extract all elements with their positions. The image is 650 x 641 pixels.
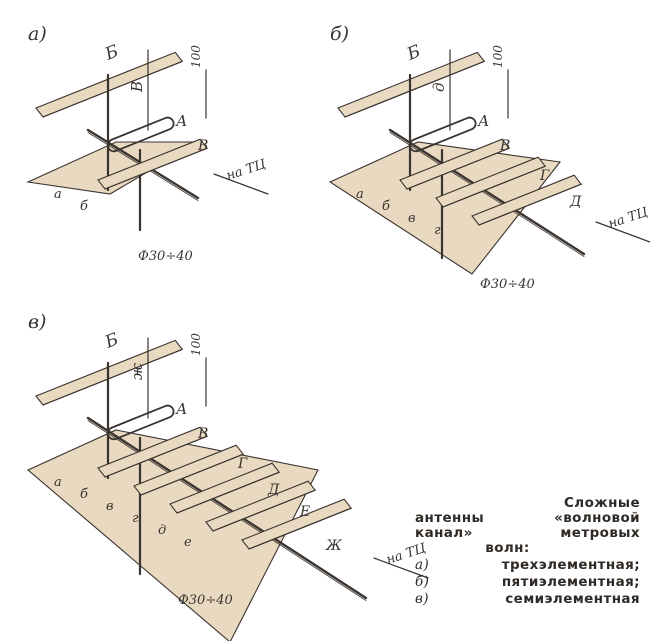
panel-c-reflector-label: Б (101, 329, 121, 353)
panel-c-director-d-label: Д (267, 482, 280, 498)
panel-c-element-3-edge (212, 489, 316, 532)
panel-c-spacing-4: д (158, 523, 166, 538)
caption-word: «волновой (554, 510, 640, 526)
panel-a-reflector-edge (42, 60, 183, 118)
panel-c-element-2-edge (176, 471, 280, 514)
panel-b-folded-dipole (408, 116, 477, 153)
panel-b-feed-arrow (595, 221, 650, 243)
panel-b-element-2-edge (478, 183, 582, 226)
panel-b-element-0-edge (406, 147, 510, 190)
panel-c-boom (86, 416, 368, 600)
panel-b-reflector-label: Б (403, 41, 423, 65)
panel-c-label: в) (28, 311, 46, 333)
panel-c-director-b-label: В (197, 426, 208, 442)
panel-a-spacing-0: а (54, 187, 62, 202)
panel-c-feed-arrow (373, 557, 429, 579)
panel-b-director-d-label: Д (569, 194, 582, 210)
panel-c-dipole-label: А (175, 400, 187, 418)
caption-word: антенны (415, 510, 485, 526)
panel-c-boom-shade (87, 420, 367, 601)
panel-c-spacing-1: б (80, 487, 88, 502)
panel-b-boom (388, 128, 586, 256)
panel-b-reflector-edge (344, 60, 485, 118)
panel-c-reflector-edge (42, 348, 183, 406)
panel-c-director-zh-label: Ж (325, 538, 343, 554)
panel-a-folded-dipole (106, 116, 175, 153)
panel-c-spacing-5: е (184, 535, 192, 550)
caption-item-text: пятиэлементная; (501, 574, 640, 590)
caption-line: Сложные (564, 495, 640, 511)
panel-a-dipole-label: А (175, 112, 187, 130)
panel-b-spacing-3: г (434, 223, 441, 238)
panel-b-mast-label: Ф30÷40 (480, 277, 535, 292)
panel-a-element-0-edge (104, 147, 208, 190)
panel-b-spacing-1: б (382, 199, 390, 214)
caption-item-tag: б) (415, 574, 430, 590)
panel-c-element-0-edge (104, 435, 208, 478)
panel-a-mast-label: Ф30÷40 (138, 249, 193, 264)
panel-b-label: б) (330, 23, 349, 45)
panel-c-director-e-label: Е (299, 504, 310, 520)
caption-word: метровых (560, 525, 640, 541)
panel-c-director-g-label: Г (237, 456, 248, 472)
panel-b-dim-label: 100 (491, 45, 505, 68)
panel-b-spacing-2: в (408, 211, 416, 226)
panel-b-director-b-label: В (499, 138, 510, 154)
panel-c-mast-label: Ф30÷40 (178, 593, 233, 608)
panel-a-label: а) (28, 23, 47, 45)
panel-b-director-g-label: Г (539, 168, 550, 184)
panel-b-boom-shade (389, 132, 585, 257)
panel-c-element-1-edge (140, 453, 244, 496)
caption-item-text: трехэлементная; (501, 557, 640, 573)
panel-c-element-4-edge (248, 507, 352, 550)
panel-b-dipole-label: А (477, 112, 489, 130)
caption-item-tag: а) (415, 557, 430, 573)
panel-c-spacing-0: а (54, 475, 62, 490)
panel-b-element-1-edge (442, 165, 546, 208)
panel-a-spacing-1: б (80, 199, 88, 214)
panel-b-feed-label: на ТЦ (607, 205, 650, 232)
panel-c-height-label: ж (128, 363, 146, 380)
panel-a-feed-arrow (213, 173, 269, 195)
panel-a-feed-label: на ТЦ (225, 157, 269, 184)
caption-word: канал» (415, 525, 473, 541)
panel-b-height-label: д (430, 82, 448, 92)
caption-item-tag: в) (415, 591, 429, 607)
panel-a-reflector-label: Б (101, 41, 121, 65)
panel-c-dim-label: 100 (189, 333, 203, 356)
figure-caption: Сложные антенны«волновой канал»метровых … (415, 496, 640, 607)
panel-c-folded-dipole (106, 404, 175, 441)
caption-item-text: семиэлементная (505, 591, 640, 607)
panel-a-dim-label: 100 (189, 45, 203, 68)
panel-a-height-label: В (128, 81, 146, 93)
caption-word: волн: (485, 540, 530, 556)
panel-a-director-b-label: В (197, 138, 208, 154)
panel-c-spacing-3: г (132, 511, 139, 526)
panel-b-spacing-0: а (356, 187, 364, 202)
panel-c-spacing-2: в (106, 499, 114, 514)
